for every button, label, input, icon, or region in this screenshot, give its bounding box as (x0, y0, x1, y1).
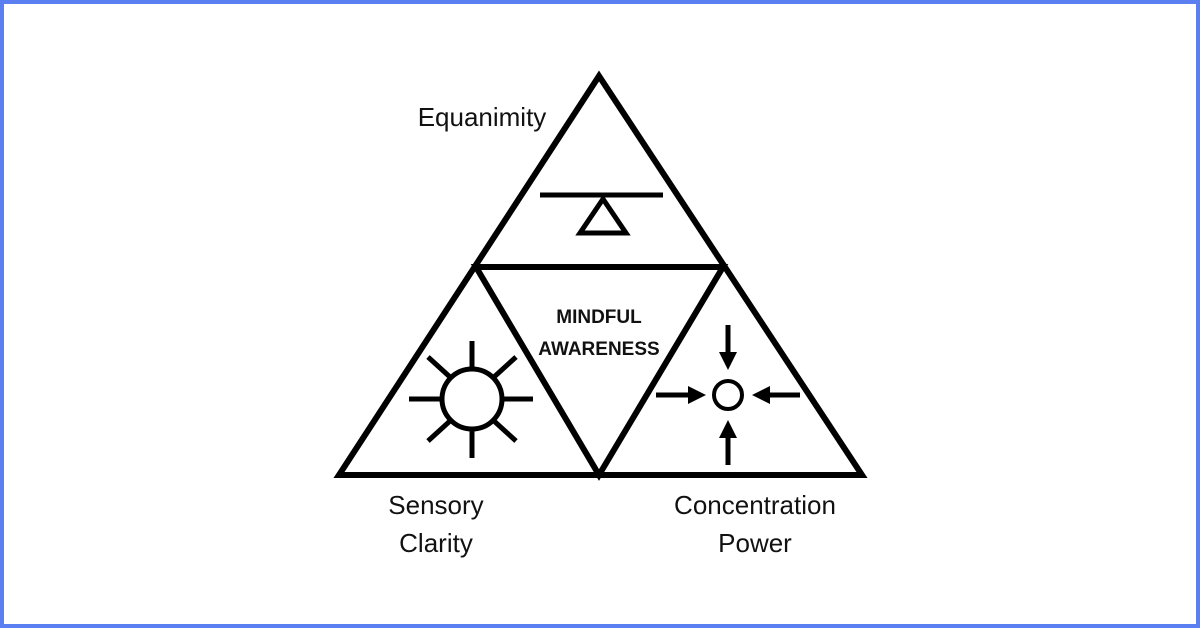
center-label-line2: AWARENESS (538, 339, 659, 360)
focus-arrows-icon (656, 325, 800, 465)
outer-triangle (333, 70, 868, 478)
center-label-line1: MINDFUL (556, 307, 642, 328)
sun-icon (409, 341, 533, 458)
sensory-clarity-label-line1: Sensory (388, 490, 483, 520)
concentration-power-label-line1: Concentration (674, 490, 836, 520)
arrow-down-icon (719, 325, 737, 370)
balance-scale-icon (540, 192, 663, 236)
arrow-left-icon (752, 386, 800, 404)
arrow-right-icon (656, 386, 706, 404)
sensory-clarity-label-line2: Clarity (399, 528, 473, 558)
arrow-up-icon (719, 420, 737, 465)
inner-triangle (470, 264, 729, 481)
concentration-power-label-line2: Power (718, 528, 792, 558)
equanimity-label: Equanimity (418, 102, 547, 132)
